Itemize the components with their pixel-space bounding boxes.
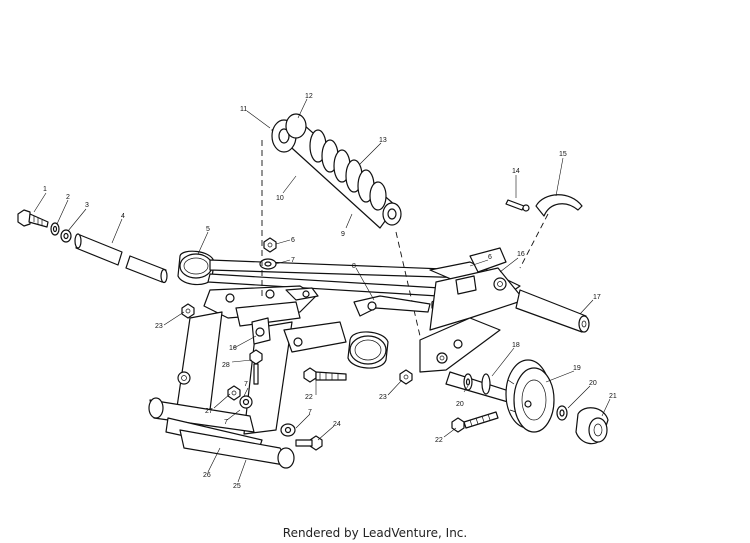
callout-28: 28 xyxy=(222,362,230,369)
callout-3: 3 xyxy=(85,202,89,209)
callout-14: 14 xyxy=(512,168,520,175)
callout-23-left: 23 xyxy=(155,323,163,330)
nut-23-right xyxy=(399,369,413,385)
guard-15 xyxy=(535,194,583,217)
callout-1: 1 xyxy=(43,186,47,193)
callout-23-right: 23 xyxy=(379,394,387,401)
bolt-22-right xyxy=(451,411,499,433)
callout-15: 15 xyxy=(559,151,567,158)
nut-27 xyxy=(227,385,241,401)
callout-20-left: 20 xyxy=(456,401,464,408)
callout-6-right: 6 xyxy=(488,254,492,261)
callout-13: 13 xyxy=(379,137,387,144)
shock-absorber xyxy=(271,113,402,229)
callout-9: 9 xyxy=(341,231,345,238)
callout-17: 17 xyxy=(593,294,601,301)
callout-11: 11 xyxy=(240,106,247,113)
washer-20-left xyxy=(463,373,473,391)
rear-shaft-17 xyxy=(515,289,590,333)
callout-6: 6 xyxy=(291,237,295,244)
callout-16-left: 16 xyxy=(229,345,237,352)
callout-12: 12 xyxy=(305,93,313,100)
leader-lines xyxy=(33,98,611,483)
callout-5: 5 xyxy=(206,226,210,233)
shock-bracket-8 xyxy=(353,295,445,317)
nut-23-left xyxy=(181,303,195,319)
callout-7-mid: 7 xyxy=(244,381,248,388)
callout-21: 21 xyxy=(609,393,617,400)
spacer-4 xyxy=(74,233,168,284)
callout-4: 4 xyxy=(121,213,125,220)
callout-19: 19 xyxy=(573,365,581,372)
bolt-28 xyxy=(249,349,263,385)
callout-25: 25 xyxy=(233,483,241,490)
callout-8: 8 xyxy=(352,263,356,270)
screw-14 xyxy=(505,199,530,212)
washer-2 xyxy=(50,222,60,236)
idler-wheel-19 xyxy=(505,359,555,433)
bolt-24 xyxy=(295,435,323,451)
callout-20: 20 xyxy=(589,380,597,387)
link-plates xyxy=(235,301,347,353)
callout-7-lower: 7 xyxy=(224,419,228,426)
callout-2: 2 xyxy=(66,194,70,201)
callout-16-right: 16 xyxy=(517,251,525,258)
callout-22-center: 22 xyxy=(305,394,313,401)
callout-7: 7 xyxy=(291,257,295,264)
bolt-22-center xyxy=(303,367,347,383)
washer-7-lower xyxy=(239,395,296,437)
callout-numbers: 1 2 3 4 5 6 7 8 9 10 11 12 13 14 15 16 1… xyxy=(43,93,617,490)
callout-26: 26 xyxy=(203,472,211,479)
callout-10: 10 xyxy=(276,195,284,202)
align-line-2 xyxy=(395,231,421,337)
bolt-1 xyxy=(17,209,49,228)
washer-3 xyxy=(60,229,72,243)
align-line-3 xyxy=(519,213,549,269)
pivot-tube-center xyxy=(347,331,389,369)
callout-24: 24 xyxy=(333,421,341,428)
axle-18 xyxy=(445,371,513,403)
spacer-21 xyxy=(575,407,609,445)
callout-27: 27 xyxy=(205,408,213,415)
footer-credit: Rendered by LeadVenture, Inc. xyxy=(282,526,468,540)
front-swing-arm xyxy=(148,311,295,469)
callout-18: 18 xyxy=(512,342,520,349)
callout-7-right: 7 xyxy=(308,409,312,416)
washer-20 xyxy=(556,405,568,421)
pivot-tube-5 xyxy=(177,250,215,286)
callout-22-right: 22 xyxy=(435,437,443,444)
nut-6 xyxy=(263,237,277,253)
